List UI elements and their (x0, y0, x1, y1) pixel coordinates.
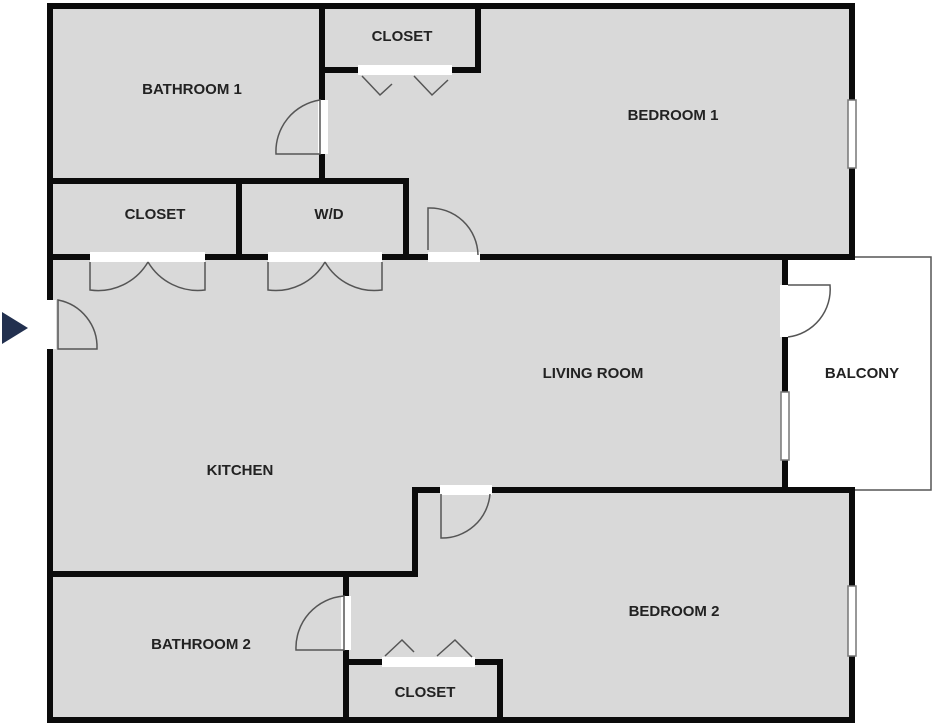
walls (47, 3, 855, 723)
entry-door-gap (46, 300, 56, 349)
room-label-closet-top: CLOSET (372, 28, 433, 45)
room-label-wd: W/D (314, 206, 343, 223)
room-label-balcony: BALCONY (825, 365, 899, 382)
room-label-bedroom-1: BEDROOM 1 (628, 107, 719, 124)
room-label-kitchen: KITCHEN (207, 462, 274, 479)
room-label-closet-bottom: CLOSET (395, 684, 456, 701)
room-label-closet-left: CLOSET (125, 206, 186, 223)
entry-arrow-icon (2, 312, 28, 344)
room-label-living-room: LIVING ROOM (543, 365, 644, 382)
doors (46, 65, 831, 667)
balcony-area (785, 256, 932, 491)
floor-fill (50, 6, 852, 720)
entry-door-swing (57, 299, 98, 350)
room-label-bedroom-2: BEDROOM 2 (629, 603, 720, 620)
room-label-bathroom-1: BATHROOM 1 (142, 81, 242, 98)
room-label-bathroom-2: BATHROOM 2 (151, 636, 251, 653)
windows (780, 99, 857, 657)
